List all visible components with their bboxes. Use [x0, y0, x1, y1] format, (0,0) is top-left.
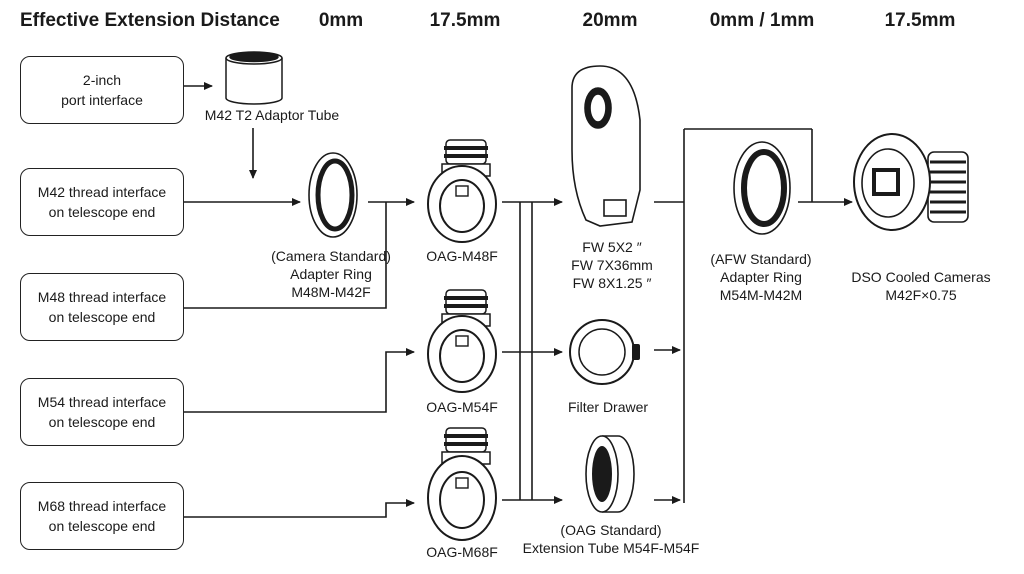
- interface-line1: 2-inch: [82, 72, 122, 88]
- header-col5: 17.5mm: [884, 10, 956, 31]
- label-line: FW 7X36mm: [571, 257, 653, 273]
- interface-line2: on telescope end: [48, 414, 156, 430]
- label-line: Adapter Ring: [720, 269, 802, 285]
- interface-line2: on telescope end: [48, 518, 156, 534]
- label-line: M48M-M42F: [291, 284, 371, 300]
- label-line: M54M-M42M: [719, 287, 803, 303]
- label-oag-68: OAG-M68F: [426, 544, 498, 560]
- arrow-m54-to-oag54: [184, 348, 415, 413]
- oag-54-drawing: [427, 289, 497, 393]
- label-camera: DSO Cooled Cameras M42F×0.75: [851, 268, 990, 304]
- label-adapter-ring-54: (AFW Standard) Adapter Ring M54M-M42M: [710, 250, 811, 304]
- interface-line2: on telescope end: [48, 309, 156, 325]
- label-filter-wheel: FW 5X2 ″ FW 7X36mm FW 8X1.25 ″: [571, 238, 653, 292]
- label-line: (OAG Standard): [560, 522, 662, 538]
- label-line: (Camera Standard): [271, 248, 391, 264]
- header-col2: 17.5mm: [429, 10, 501, 31]
- label-line: FW 8X1.25 ″: [572, 275, 652, 291]
- label-oag-48: OAG-M48F: [426, 248, 498, 264]
- filter-drawer-drawing: [569, 319, 640, 385]
- header-col1: 0mm: [318, 10, 364, 31]
- adapter-ring-54-drawing: [733, 141, 791, 235]
- label-line: Extension Tube M54F-M54F: [522, 540, 700, 556]
- label-t2-adaptor: M42 T2 Adaptor Tube: [204, 107, 340, 123]
- interface-m42-thread: M42 thread interface on telescope end: [20, 168, 184, 236]
- interface-line1: M48 thread interface: [37, 289, 167, 305]
- label-line: DSO Cooled Cameras: [851, 269, 991, 285]
- label-oag-54: OAG-M54F: [426, 399, 498, 415]
- label-line: M42F×0.75: [885, 287, 957, 303]
- header-col4: 0mm / 1mm: [709, 10, 815, 31]
- adapter-ring-48-drawing: [308, 152, 358, 238]
- interface-line2: port interface: [61, 92, 143, 108]
- interface-m54-thread: M54 thread interface on telescope end: [20, 378, 184, 446]
- extension-tube-drawing: [585, 435, 635, 513]
- interface-line1: M42 thread interface: [37, 184, 167, 200]
- header-col3: 20mm: [582, 10, 638, 31]
- label-extension-tube: (OAG Standard) Extension Tube M54F-M54F: [523, 521, 700, 557]
- interface-line1: M54 thread interface: [37, 394, 167, 410]
- label-adapter-ring-48: (Camera Standard) Adapter Ring M48M-M42F: [271, 247, 391, 301]
- label-line: (AFW Standard): [710, 251, 812, 267]
- label-line: Adapter Ring: [290, 266, 372, 282]
- label-line: FW 5X2 ″: [582, 239, 642, 255]
- camera-drawing: [853, 133, 969, 231]
- line-m48: [184, 202, 387, 309]
- arrow-m68-to-oag68: [184, 499, 415, 518]
- t2-adaptor-tube-drawing: [225, 51, 283, 105]
- oag-68-drawing: [427, 427, 497, 541]
- interface-m68-thread: M68 thread interface on telescope end: [20, 482, 184, 550]
- filter-wheel-drawing: [571, 65, 641, 227]
- oag-48-drawing: [427, 139, 497, 243]
- interface-line2: on telescope end: [48, 204, 156, 220]
- interface-line1: M68 thread interface: [37, 498, 167, 514]
- label-filter-drawer: Filter Drawer: [567, 399, 649, 415]
- interface-2inch-port: 2-inch port interface: [20, 56, 184, 124]
- interface-m48-thread: M48 thread interface on telescope end: [20, 273, 184, 341]
- connector-lines: [184, 82, 853, 518]
- header-title: Effective Extension Distance: [20, 10, 280, 31]
